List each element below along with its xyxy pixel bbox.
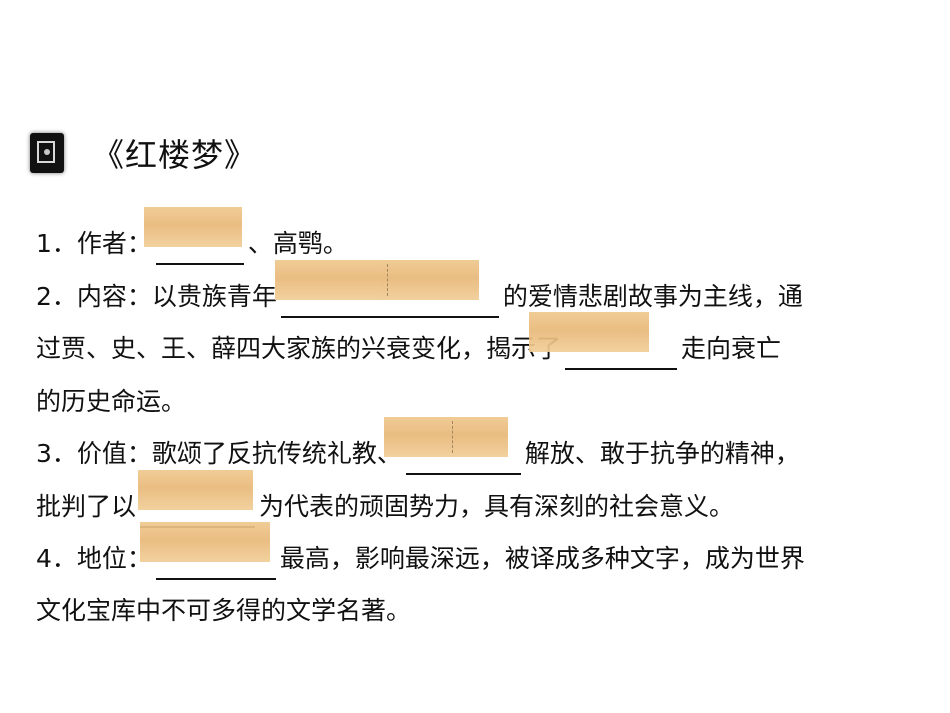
item-label: 地位： [76,544,152,573]
item-text: 为代表的顽固势力，具有深刻的社会意义。 [259,492,735,521]
item-3-line-2: 批判了以 为代表的顽固势力，具有深刻的社会意义。 [36,470,735,533]
item-4-line-2: 文化宝库中不可多得的文学名著。 [36,585,411,637]
item-3: 3．价值：歌颂了反抗传统礼教、 解放、敢于抗争的精神， [36,417,800,480]
answer-blank[interactable] [143,207,244,265]
cover-patch [383,417,508,457]
item-text: 最高，影响最深远，被译成多种文字，成为世界 [279,544,805,573]
answer-blank[interactable] [274,260,499,318]
answer-blank[interactable] [529,312,678,370]
item-2: 2．内容：以贵族青年 的爱情悲剧故事为主线，通 [36,260,803,323]
item-text: 文化宝库中不可多得的文学名著。 [36,596,412,625]
item-text: 解放、敢于抗争的精神， [524,439,800,468]
item-1: 1．作者： 、高鹗。 [36,207,348,270]
item-text: 过贾、史、王、薛四大家族的兴衰变化，揭示了 [36,334,562,363]
item-label: 作者： [76,229,152,258]
item-text: 批判了以 [36,492,137,521]
item-text: 走向衰亡 [681,334,782,363]
answer-blank[interactable] [138,470,256,528]
cover-patch [139,522,270,562]
item-number: 2． [36,282,77,311]
item-text: 的历史命运。 [36,387,187,416]
item-4: 4．地位： 最高，影响最深远，被译成多种文字，成为世界 [36,522,805,585]
item-2-line-2: 过贾、史、王、薛四大家族的兴衰变化，揭示了 走向衰亡 [36,312,782,375]
answer-blank[interactable] [139,522,276,580]
item-number: 3． [36,439,77,468]
item-text: 的爱情悲剧故事为主线，通 [502,282,803,311]
item-label: 价值：歌颂了反抗传统礼教、 [76,439,402,468]
item-number: 4． [36,544,77,573]
answer-blank[interactable] [383,417,521,475]
cover-patch [138,470,254,510]
item-text: 、高鹗。 [247,229,348,258]
item-2-line-3: 的历史命运。 [36,376,186,428]
section-title: 《红楼梦》 [30,128,257,178]
cover-patch [143,207,242,247]
item-label: 内容：以贵族青年 [76,282,277,311]
cover-patch [274,260,479,300]
framed-box-icon [30,133,64,173]
page-title: 《红楼梦》 [92,136,258,174]
cover-patch [529,312,650,352]
item-number: 1． [36,229,77,258]
